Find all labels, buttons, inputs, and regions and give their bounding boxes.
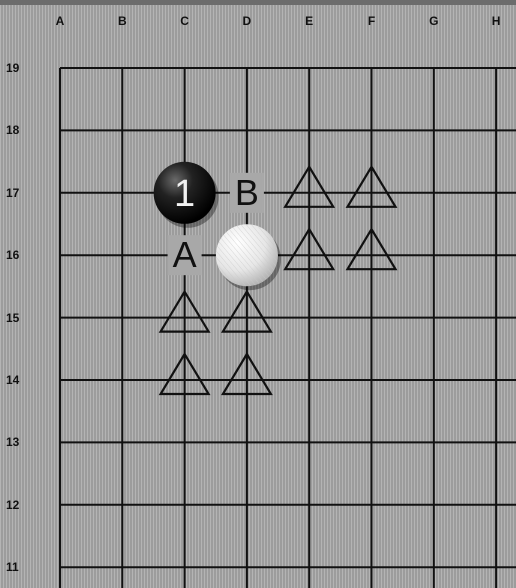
white-stone-grain xyxy=(216,224,278,286)
letter-mark-b: B xyxy=(235,172,259,213)
move-number-label: 1 xyxy=(174,173,195,215)
letter-mark-a: A xyxy=(173,234,197,275)
black-stone-c17[interactable]: 1 xyxy=(154,162,219,228)
white-stone-d16[interactable] xyxy=(216,224,281,290)
